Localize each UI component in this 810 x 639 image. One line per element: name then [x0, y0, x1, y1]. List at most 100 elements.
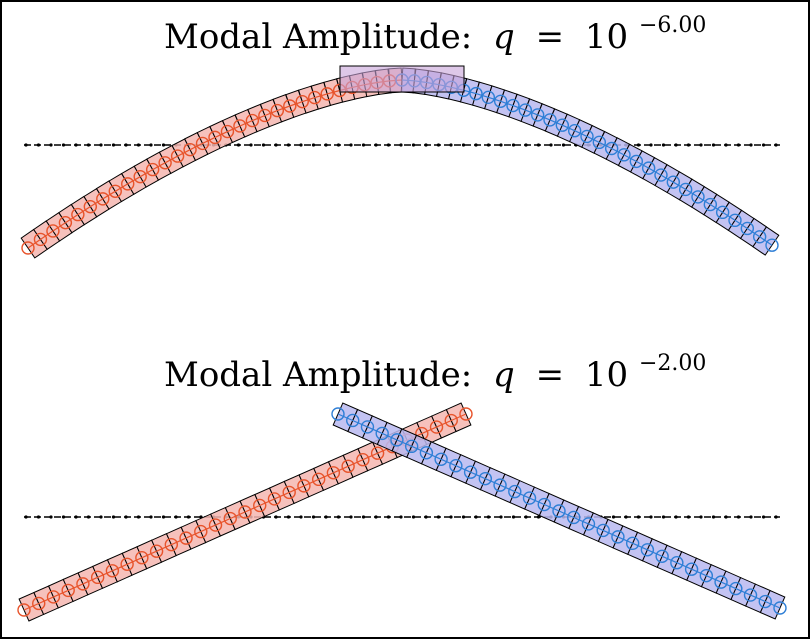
axis-tick [236, 143, 241, 147]
panel-bottom-title: Modal Amplitude: q = 10 −2.00 [164, 351, 706, 395]
right-beam-node [478, 471, 493, 486]
axis-tick [299, 143, 303, 147]
left-beam-node [283, 99, 297, 113]
axis-tick [774, 143, 778, 147]
left-beam-node [145, 162, 160, 177]
axis-tick [761, 515, 766, 519]
right-beam-node [522, 491, 537, 505]
axis-tick [86, 515, 91, 519]
right-beam-node [434, 452, 448, 466]
axis-tick [611, 515, 616, 519]
right-beam-node [552, 504, 566, 518]
left-beam-node [223, 511, 237, 526]
right-beam-node [670, 556, 684, 570]
axis-tick [724, 143, 728, 147]
left-beam-node [135, 551, 149, 565]
axis-tick [74, 515, 78, 519]
panel-top-reference-axis [24, 143, 780, 147]
axis-tick [36, 515, 41, 519]
left-beam-node [121, 177, 135, 191]
right-beam-node [617, 148, 631, 162]
axis-tick [436, 515, 441, 519]
right-beam-node [715, 205, 730, 220]
right-beam-node [743, 588, 758, 602]
left-beam-node [195, 136, 210, 151]
right-beam-node [463, 465, 478, 479]
left-beam-node [459, 407, 473, 421]
right-beam-node [390, 433, 404, 447]
axis-tick [699, 143, 703, 147]
axis-tick [136, 143, 141, 147]
axis-tick [499, 143, 503, 147]
axis-tick [161, 515, 166, 519]
axis-tick [536, 515, 541, 519]
axis-tick [149, 515, 153, 519]
left-beam-node [194, 524, 208, 539]
right-beam-node [346, 413, 360, 428]
right-beam-node [449, 459, 463, 473]
left-beam-node [208, 130, 222, 145]
right-beam-node [481, 90, 496, 105]
axis-tick [636, 143, 641, 147]
left-beam-node [267, 492, 282, 506]
left-beam-node [21, 241, 35, 255]
axis-tick [374, 515, 378, 519]
axis-tick [499, 515, 503, 519]
right-beam-node [580, 129, 594, 144]
left-beam-node [149, 544, 164, 558]
axis-tick [524, 515, 528, 519]
left-beam-node [108, 184, 122, 198]
axis-tick [249, 143, 253, 147]
axis-tick [111, 143, 116, 147]
left-beam-node [270, 103, 285, 118]
axis-tick [486, 143, 491, 147]
axis-tick [486, 515, 491, 519]
panel-top: Modal Amplitude: q = 10 −6.00 [20, 13, 780, 259]
panel-bottom-reference-axis [24, 515, 780, 519]
right-beam-node [765, 238, 779, 252]
axis-tick [511, 143, 516, 147]
right-beam-node [404, 439, 419, 454]
axis-tick [286, 515, 291, 519]
right-beam-node [758, 594, 772, 609]
axis-tick [349, 143, 353, 147]
left-beam-node [71, 207, 85, 222]
left-beam-node [238, 505, 252, 519]
axis-tick [511, 515, 516, 519]
axis-tick [661, 143, 666, 147]
axis-tick [549, 143, 553, 147]
axis-tick [111, 515, 116, 519]
left-beam-node [179, 531, 193, 545]
axis-tick [711, 515, 716, 519]
left-beam-node [245, 113, 260, 128]
right-beam-node [493, 94, 508, 108]
left-beam-node [90, 570, 105, 585]
axis-tick [461, 143, 466, 147]
right-beam-node [331, 407, 345, 421]
axis-tick [361, 143, 366, 147]
left-beam-node [46, 590, 61, 604]
right-beam-node [581, 517, 596, 531]
left-beam-node [311, 472, 326, 487]
axis-tick [299, 515, 303, 519]
right-beam-node [596, 523, 610, 538]
right-beam-node [666, 175, 681, 189]
axis-tick [49, 143, 53, 147]
right-beam-node [604, 141, 619, 156]
axis-tick [449, 143, 453, 147]
axis-tick [474, 515, 478, 519]
axis-tick [536, 143, 541, 147]
axis-tick [336, 143, 341, 147]
left-beam-node [170, 149, 185, 163]
axis-tick [49, 515, 53, 519]
axis-tick [399, 143, 403, 147]
left-beam-node [356, 453, 370, 467]
right-beam-node [419, 446, 434, 460]
left-beam-node [308, 90, 322, 105]
left-beam-node [320, 87, 334, 101]
right-beam-node [728, 213, 742, 228]
right-beam-node [714, 575, 728, 589]
axis-tick [61, 143, 66, 147]
